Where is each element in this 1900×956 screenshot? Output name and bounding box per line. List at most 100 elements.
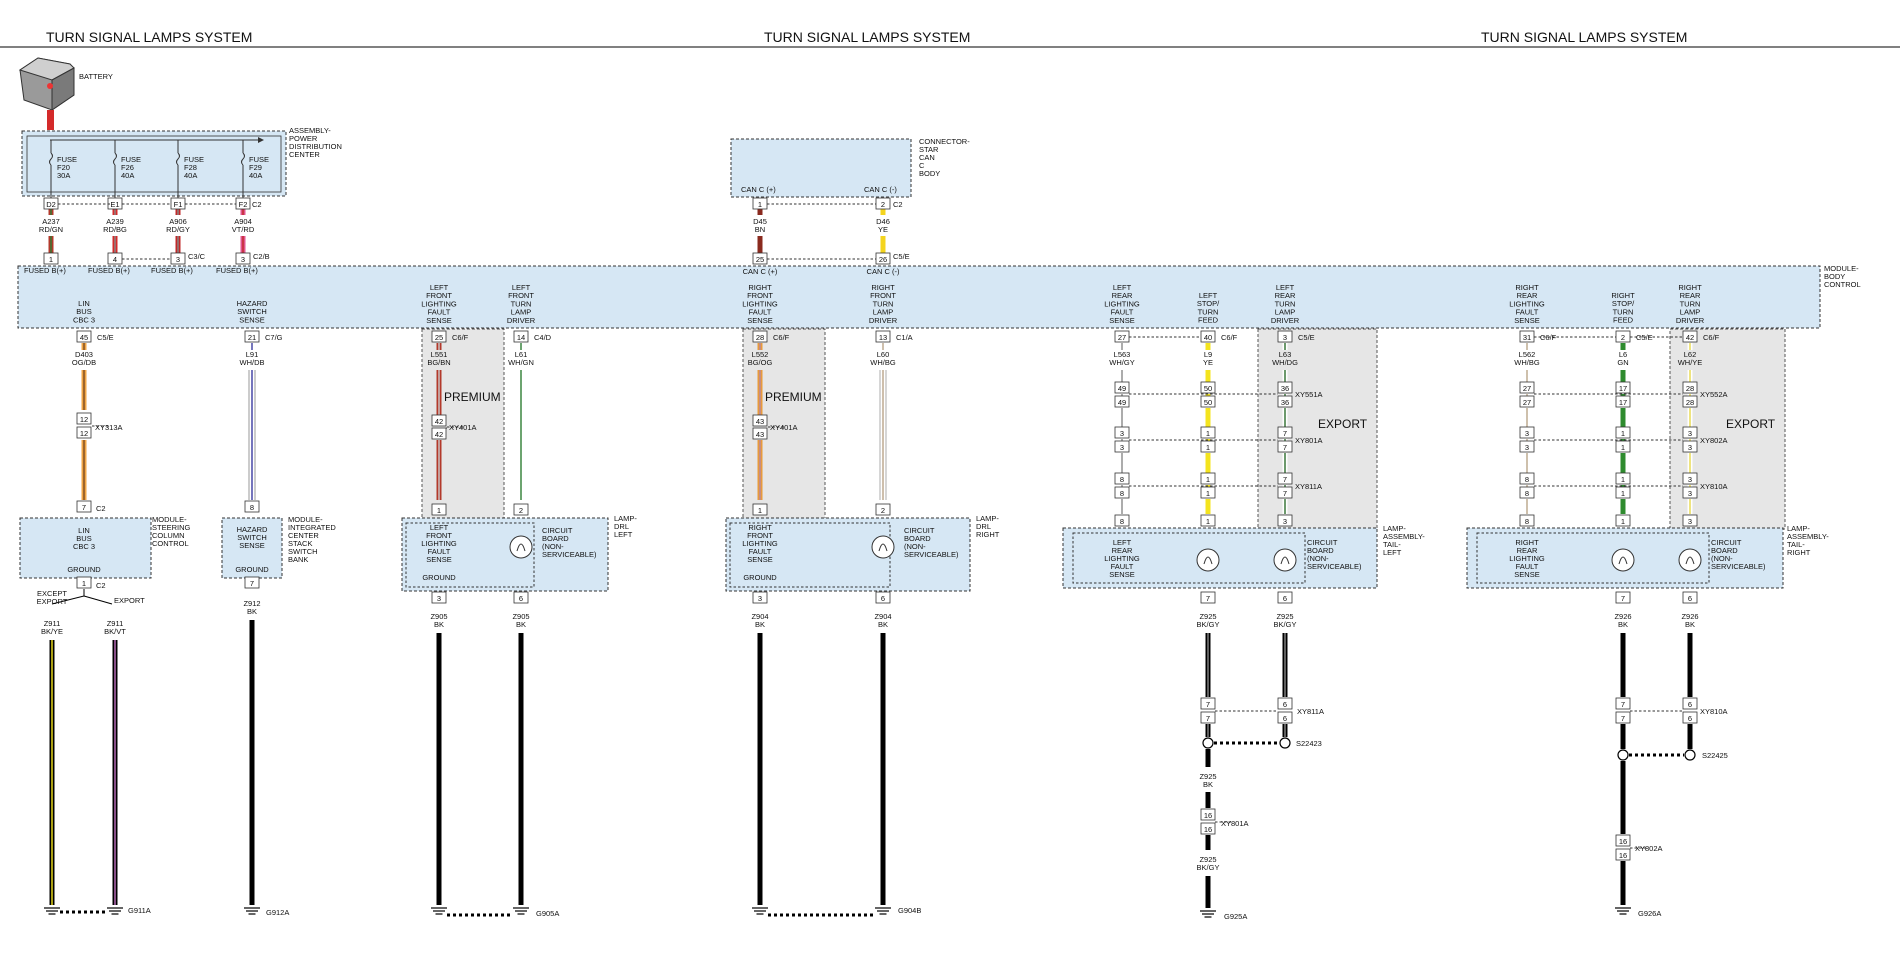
wire-l6-p5-number: 1 <box>1621 489 1625 498</box>
fuse-2-line1: FUSE <box>184 155 204 164</box>
fuse-3-line2: F29 <box>249 163 262 172</box>
tail-right-gnd-7 <box>1615 591 1631 604</box>
lin-xy313a-bot <box>76 426 92 439</box>
title-right: TURN SIGNAL LAMPS SYSTEM <box>1481 29 1687 45</box>
bulb-tail-right-turn-icon <box>1678 548 1702 572</box>
xy810a-label: XY810A <box>1700 482 1728 491</box>
tail-right-pin-1 <box>1615 514 1631 527</box>
z925a-2: Z925 <box>1276 612 1293 621</box>
wire-l563-p4 <box>1114 472 1130 485</box>
tail-right-inner-2: LIGHTING <box>1509 554 1545 563</box>
wire-l563-p1 <box>1114 395 1130 408</box>
wire-l63-p3-number: 7 <box>1283 443 1287 452</box>
g926a-label: G926A <box>1638 909 1661 918</box>
icsb-pin-8 <box>244 500 260 513</box>
drl-right-inner-3: FAULT <box>749 547 772 556</box>
z926-p4-number: 6 <box>1688 714 1692 723</box>
drl-left-gnd-6 <box>513 591 529 604</box>
bcm-out-pin-40 <box>1200 330 1216 343</box>
export-label-left: EXPORT <box>1318 417 1368 431</box>
fuse-icon <box>49 140 53 198</box>
bcm-label-1: MODULE- <box>1824 264 1859 273</box>
circuit-D46: D46 <box>876 217 890 226</box>
z905-b: Z905 <box>512 612 529 621</box>
sig-circuit-6: L563 <box>1114 350 1131 359</box>
bcm-out-pin-45 <box>76 330 92 343</box>
bulb-drl-left-icon <box>509 535 533 559</box>
xy802a-p1-number: 16 <box>1619 837 1627 846</box>
z925-p3 <box>1277 697 1293 710</box>
steer-label-2: COLUMN <box>152 531 185 540</box>
bcm-out-pin-3-number: 3 <box>1283 333 1287 342</box>
title-center: TURN SIGNAL LAMPS SYSTEM <box>764 29 970 45</box>
tail-left-cb-0: CIRCUIT <box>1307 538 1338 547</box>
bcm-signal-2-3: FAULT <box>428 308 451 317</box>
bus-label-3: FUSED B(+) <box>216 266 258 275</box>
steer-ground: GROUND <box>67 565 101 574</box>
wire-l563-p2 <box>1114 426 1130 439</box>
sig-circuit-5: L60 <box>877 350 890 359</box>
z926-p2 <box>1615 711 1631 724</box>
wire-l63-p1 <box>1277 395 1293 408</box>
z925-p4-number: 6 <box>1283 714 1287 723</box>
ground-g904b-icon-1 <box>752 907 768 915</box>
module-integrated-center-stack <box>221 517 283 579</box>
z925-p2 <box>1200 711 1216 724</box>
z925-p1-number: 7 <box>1206 700 1210 709</box>
pdc-pin-F2-number: F2 <box>239 200 248 209</box>
wire-l9-p5 <box>1200 486 1216 499</box>
g904b-label: G904B <box>898 906 921 915</box>
wire-l562-p0-number: 27 <box>1523 384 1531 393</box>
drl-right-label-2: RIGHT <box>976 530 1000 539</box>
wire-l63-p1-number: 36 <box>1281 398 1289 407</box>
tail-right-label-3: RIGHT <box>1787 548 1811 557</box>
wire-l9-p5-number: 1 <box>1206 489 1210 498</box>
wire-l551-p2 <box>431 427 447 440</box>
sig-circuit-2: L551 <box>431 350 448 359</box>
wire-l62-p1 <box>1682 395 1698 408</box>
bulb-drl-right-icon <box>871 535 895 559</box>
bcm-out-pin-21-number: 21 <box>248 333 256 342</box>
wire-l551-p2-number: 42 <box>435 430 443 439</box>
z926-p2-number: 7 <box>1621 714 1625 723</box>
wire-l562-p1-number: 27 <box>1523 398 1531 407</box>
bcm-out-pin-40-number: 40 <box>1204 333 1212 342</box>
bcm-signal-3-2: TURN <box>511 299 532 308</box>
fuse-2-line3: 40A <box>184 171 197 180</box>
wire-l9-p0 <box>1200 381 1216 394</box>
pdc-label-4: CENTER <box>289 150 320 159</box>
bcm-signal-8-2: TURN <box>1275 299 1296 308</box>
wire-l563-p5-number: 8 <box>1120 489 1124 498</box>
icsb-gnd-pin-number: 7 <box>250 579 254 588</box>
tail-right-inner-4: SENSE <box>1514 570 1539 579</box>
fuse-1-line1: FUSE <box>121 155 141 164</box>
l552-p2 <box>752 427 768 440</box>
tail-left-pin-1-number: 1 <box>1206 517 1210 526</box>
battery-icon <box>18 57 75 130</box>
sig-color-10: GN <box>1617 358 1628 367</box>
xy802a-p1 <box>1615 834 1631 847</box>
bcm-pin-A237-number: 1 <box>49 255 53 264</box>
tail-right-label-1: ASSEMBLY- <box>1787 532 1829 541</box>
bcm-signal-3-4: DRIVER <box>507 316 536 325</box>
ground-g911a-icon-2 <box>107 907 123 915</box>
drl-left-label-0: LAMP- <box>614 514 637 523</box>
z926-p3-number: 6 <box>1688 700 1692 709</box>
color-A904: VT/RD <box>232 225 255 234</box>
drl-right-pin-1 <box>752 503 768 516</box>
wire-l563-p3 <box>1114 440 1130 453</box>
ground-g904b-icon-2 <box>875 907 891 915</box>
z925-p3-number: 6 <box>1283 700 1287 709</box>
drl-right-inner-2: LIGHTING <box>742 539 778 548</box>
tail-right-cb-0: CIRCUIT <box>1711 538 1742 547</box>
bcm-signal-0-0: LIN <box>78 299 90 308</box>
bcm-conn-8: C5/E <box>1298 333 1315 342</box>
bcm-label-2: BODY <box>1824 272 1845 281</box>
wire-l63-p0 <box>1277 381 1293 394</box>
tail-left-gnd-7-number: 7 <box>1206 594 1210 603</box>
circuit-A906: A906 <box>169 217 187 226</box>
drl-right-cb-0: CIRCUIT <box>904 526 935 535</box>
xy811a-label-b: XY811A <box>1297 707 1324 716</box>
sig-color-7: YE <box>1203 358 1213 367</box>
bcm-signal-11-2: TURN <box>1680 299 1701 308</box>
